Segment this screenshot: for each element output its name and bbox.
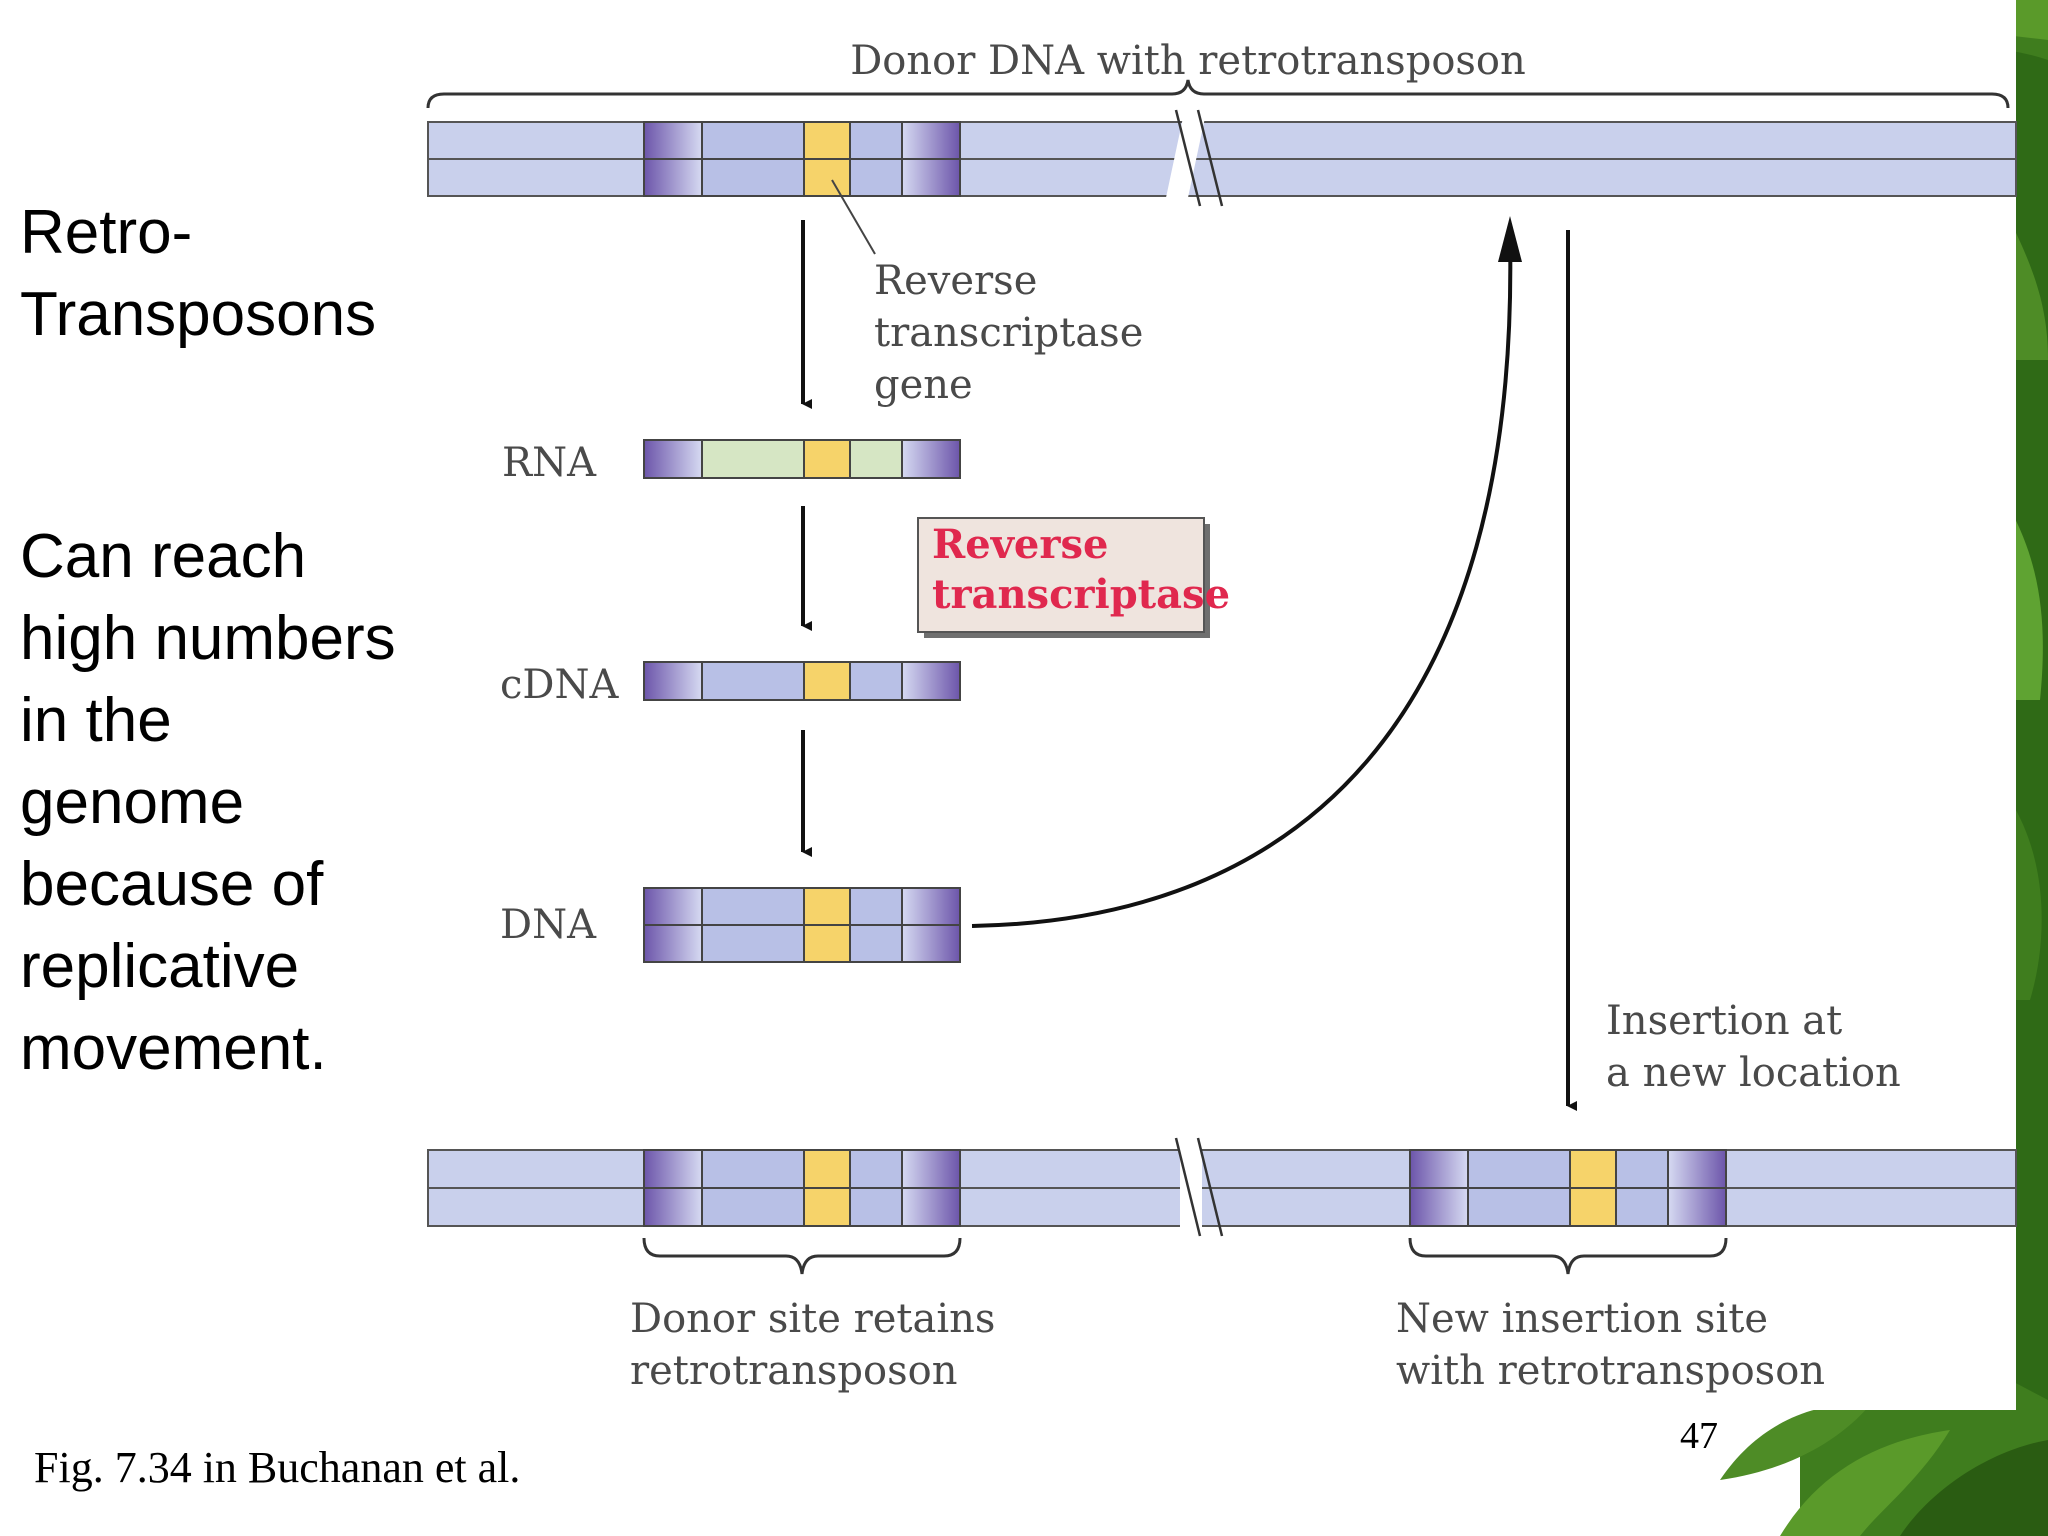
- slide-body: Can reach high numbers in the genome bec…: [20, 522, 396, 1083]
- break-gap-bottom: [1180, 1144, 1202, 1232]
- donor-brace: [426, 79, 2010, 109]
- curved-arrowhead: [1498, 216, 1522, 262]
- new-site-element: [1409, 1149, 1727, 1227]
- cdna-strand: [643, 661, 961, 701]
- dna-label: DNA: [500, 902, 597, 948]
- new-site-label: New insertion site with retrotransposon: [1396, 1296, 1825, 1394]
- slide-title: Retro- Transposons: [20, 198, 377, 349]
- figure-caption: Fig. 7.34 in Buchanan et al.: [34, 1443, 521, 1492]
- donor-element: [643, 121, 961, 197]
- donor-chromosome: [427, 109, 2017, 207]
- donor-site-element: [643, 1149, 961, 1227]
- svg-text:Reverse transcriptase: Reverse transcriptase: [932, 521, 1230, 618]
- rt-gene-pointer: [831, 179, 876, 255]
- rt-gene-label: Reverse transcriptase gene: [874, 258, 1156, 408]
- result-chromosome: [427, 1137, 2017, 1237]
- slide-number: 47: [1680, 1415, 1718, 1457]
- insertion-label: Insertion at a new location: [1606, 998, 1901, 1096]
- break-gap: [1165, 116, 1206, 202]
- donor-site-label: Donor site retains retrotransposon: [630, 1296, 1008, 1394]
- rna-label: RNA: [502, 440, 597, 486]
- donor-site-brace: [642, 1237, 962, 1275]
- cdna-label: cDNA: [500, 662, 619, 708]
- curved-arrow-up: [971, 235, 1513, 928]
- donor-dna-label: Donor DNA with retrotransposon: [850, 38, 1526, 84]
- reverse-transcriptase-box: Reverse transcriptase: [917, 517, 1230, 638]
- new-site-brace: [1408, 1237, 1728, 1275]
- rna-strand: [643, 439, 961, 479]
- dna-element: [643, 887, 961, 963]
